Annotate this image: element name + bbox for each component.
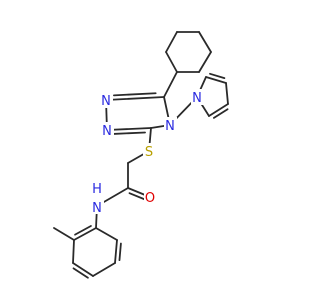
bond-cy-c5 [163,71,178,98]
atom-n1: N [100,92,113,109]
atom-n-pyrrole-label: N [192,91,202,106]
bond-t3-t4 [72,262,94,277]
atom-s: S [143,143,155,160]
atom-nh: N [91,200,104,216]
bond-c5-n1-double [113,92,157,97]
bond-p2-p3-double [209,72,226,80]
atom-n2: N [101,122,114,139]
bond-p3-p4 [225,82,229,105]
atom-o: O [144,189,157,206]
atom-s-label: S [145,145,153,160]
bond-p2-p3 [205,76,227,84]
atom-h: H [91,180,104,197]
atom-n2-label: N [102,124,112,139]
bond-cy1-cy2 [165,51,178,73]
bond-t1-t2 [73,227,97,241]
bond-cy4-cy5 [198,31,212,53]
bond-cy5-cy6 [198,51,212,73]
bond-c5-n1 [105,96,165,101]
bond-t3-t4-double [72,267,89,279]
bond-p4-p5-double [213,108,229,119]
bond-layer [53,31,229,279]
bond-n2-c3-double [112,131,146,135]
bond-t5-t6 [114,239,118,264]
atom-nh-label: N [92,201,102,216]
atom-h-label: H [92,182,102,197]
atom-n4: N [164,117,177,134]
bond-t4-t5 [92,262,116,277]
atom-n4-label: N [165,119,175,134]
atom-n1-label: N [101,94,111,109]
molecule-structure-diagram: N N N N S O N H [53,31,229,279]
bond-t6-t1 [95,227,118,241]
bond-p4-p5 [208,103,229,117]
bond-t5-t6-double [118,242,122,262]
bond-co-o-double [128,192,147,201]
atom-n-pyrrole: N [191,89,204,106]
bond-n2-c3 [106,127,152,131]
bond-t2-methyl [53,227,75,241]
bond-cy2-cy3 [165,31,178,53]
bond-t1-t2-double [74,225,92,236]
bond-t2-t3 [72,239,75,264]
atom-o-label: O [145,191,155,206]
